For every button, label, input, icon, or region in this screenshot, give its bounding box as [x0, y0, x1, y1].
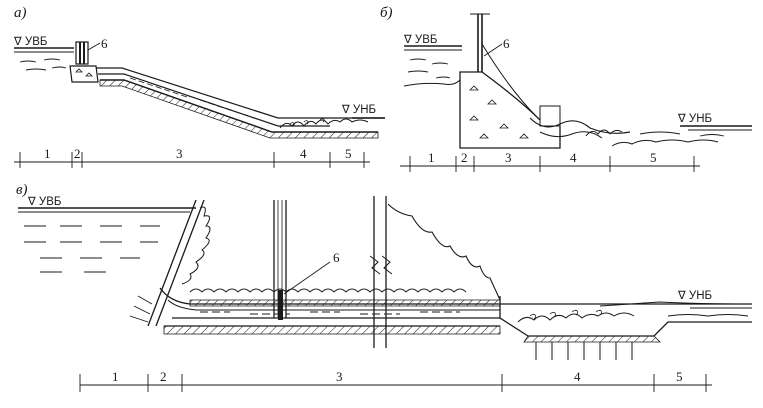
panel-b-section-5: 5 — [650, 150, 657, 165]
panel-b: б) ∇ УВБ 6 ∇ УНБ — [380, 5, 752, 172]
panel-c: в) ∇ УВБ — [16, 182, 752, 392]
panel-b-downstream-level: ∇ УНБ — [677, 113, 712, 125]
panel-c-dimension-line — [79, 374, 712, 392]
panel-c-upstream-level: ∇ УВБ — [27, 196, 61, 208]
panel-c-section-4: 4 — [574, 369, 581, 384]
panel-b-section-3: 3 — [505, 150, 512, 165]
panel-b-label: б) — [380, 5, 393, 21]
panel-a-dimension-line — [14, 152, 370, 168]
panel-c-downstream-mound — [387, 203, 501, 301]
panel-b-upstream-level: ∇ УВБ — [403, 34, 437, 46]
panel-c-upstream-water — [18, 207, 196, 273]
panel-a-section-3: 3 — [176, 146, 183, 161]
panel-c-section-1: 1 — [112, 369, 119, 384]
panel-b-section-4: 4 — [570, 150, 577, 165]
panel-a-section-4: 4 — [300, 146, 307, 161]
panel-a-element-leader — [87, 42, 101, 51]
panel-b-element-leader — [483, 43, 503, 57]
panel-a-label: а) — [14, 5, 27, 21]
panel-a-downstream-level: ∇ УНБ — [341, 104, 376, 116]
panel-c-element-label: 6 — [333, 250, 340, 265]
panel-a-section-1: 1 — [44, 146, 51, 161]
panel-a-upstream-level: ∇ УВБ — [13, 36, 47, 48]
panel-c-embankment — [129, 199, 211, 327]
panel-a-chute — [96, 67, 385, 139]
panel-c-section-3: 3 — [336, 369, 343, 384]
panel-b-upstream-water — [403, 45, 462, 87]
panel-a: а) ∇ УВБ 6 — [13, 5, 385, 168]
panel-a-section-2: 2 — [74, 146, 81, 161]
panel-c-downstream-level: ∇ УНБ — [677, 290, 712, 302]
panel-c-label: в) — [16, 182, 28, 198]
panel-a-element-label: 6 — [101, 36, 108, 51]
panel-a-gate-structure — [69, 41, 99, 83]
panel-c-break-symbol — [369, 196, 393, 348]
panel-a-section-5: 5 — [345, 146, 352, 161]
panel-c-section-2: 2 — [160, 369, 167, 384]
panel-c-element-leader — [283, 261, 331, 295]
panel-c-shaft — [273, 200, 287, 320]
panel-b-dimension-line — [400, 156, 700, 172]
panel-c-stilling-basin — [499, 296, 752, 360]
panel-a-upstream-water — [14, 47, 74, 71]
panel-b-section-1: 1 — [428, 150, 435, 165]
panel-c-section-5: 5 — [676, 369, 683, 384]
panel-c-culvert — [159, 287, 501, 335]
panel-a-stilling-basin — [279, 118, 369, 129]
panel-b-dam-body — [459, 13, 561, 149]
panel-b-jet-and-tailwater — [529, 117, 725, 147]
panel-b-element-label: 6 — [503, 36, 510, 51]
panel-b-section-2: 2 — [461, 150, 468, 165]
